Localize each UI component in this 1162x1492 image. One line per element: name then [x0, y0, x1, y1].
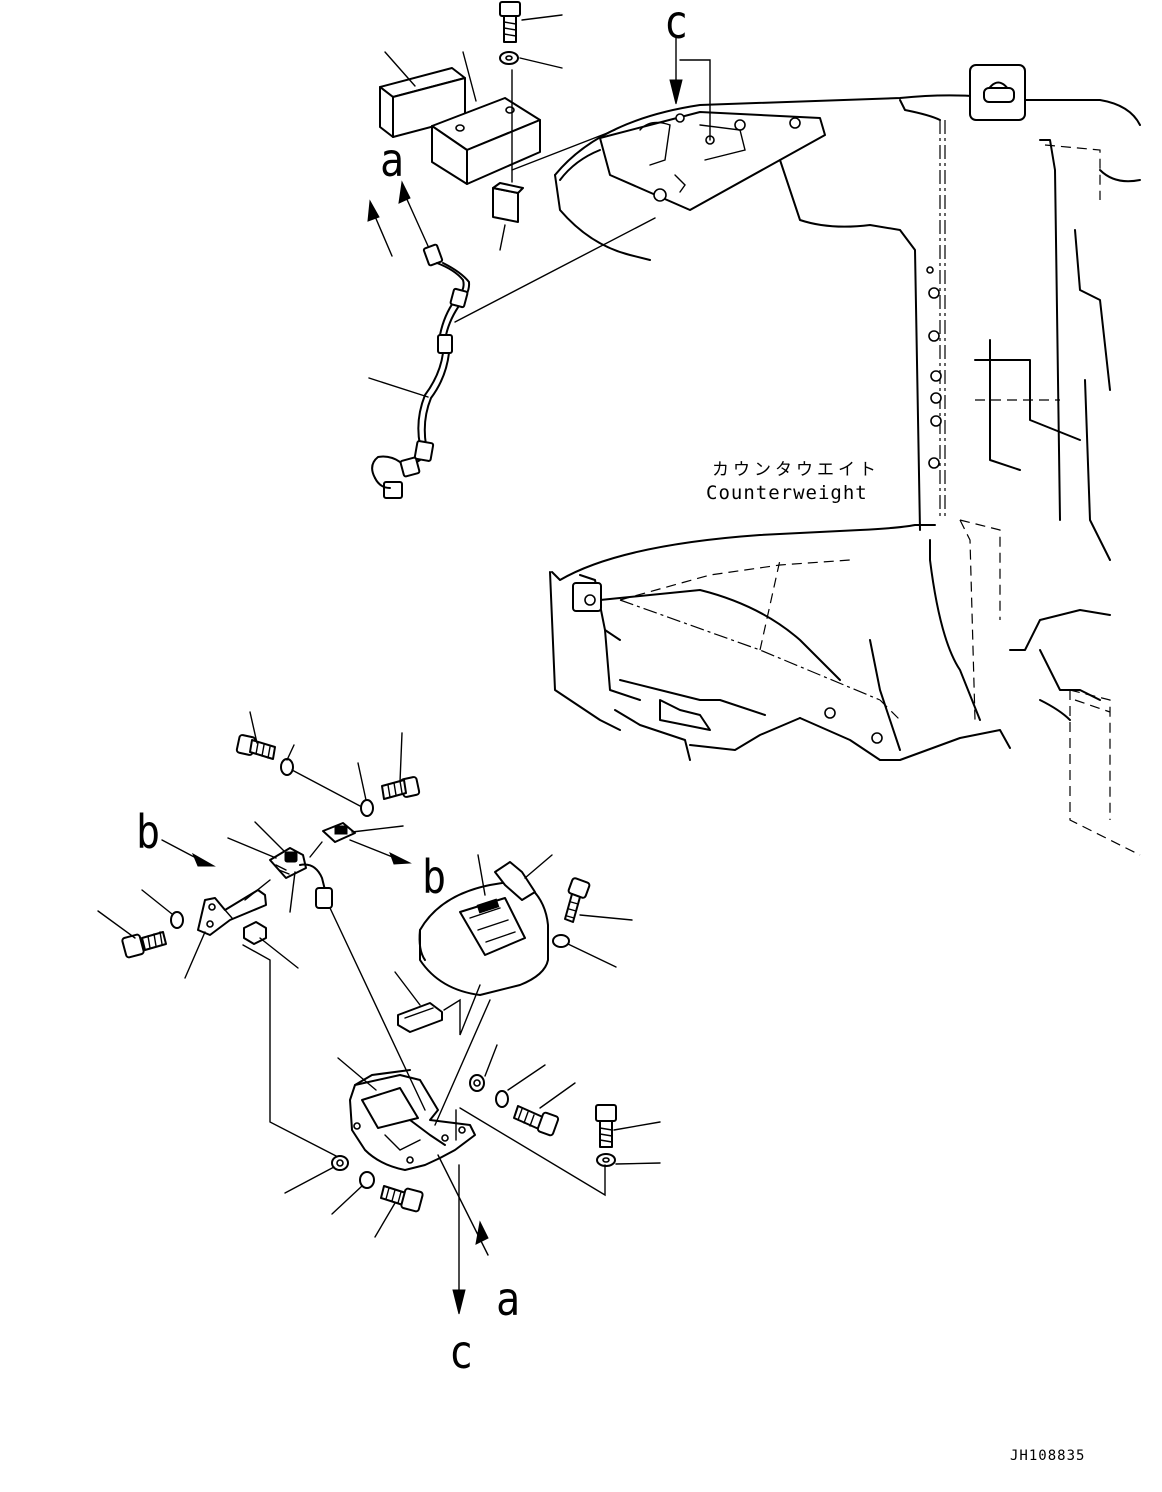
view-marker-c-top: c — [664, 0, 689, 50]
washer-lower-right — [596, 1153, 661, 1167]
washer-housing — [495, 1064, 546, 1108]
view-arrow-b-right — [349, 839, 412, 865]
camera-cover — [418, 854, 549, 996]
view-marker-a-bottom: a — [496, 1273, 521, 1327]
sensor-harness — [368, 217, 656, 499]
bolt-upper-left — [235, 711, 276, 760]
view-marker-a-top: a — [380, 134, 405, 188]
view-arrow-a-top — [398, 180, 429, 247]
bolt-lower-right — [595, 1104, 661, 1148]
camera-housing — [337, 1057, 476, 1171]
small-pad-left — [243, 921, 299, 969]
direction-arrow-left — [367, 199, 393, 257]
upper-sensor-assembly — [367, 1, 711, 499]
view-arrow-b-left — [161, 839, 216, 867]
camera-unit — [227, 821, 333, 913]
view-arrow-a-bottom — [437, 1154, 489, 1256]
bolt-top — [499, 1, 563, 43]
view-marker-c-bottom: c — [449, 1326, 474, 1380]
counterweight-frame — [549, 64, 1141, 856]
cover-seal-front — [394, 971, 443, 1033]
view-arrow-c-top — [669, 35, 683, 105]
nut-housing-left — [284, 1155, 349, 1194]
mount-bracket — [184, 879, 271, 979]
washer-left — [141, 889, 184, 929]
nut-housing — [469, 1044, 498, 1092]
bolt-upper-right — [381, 732, 421, 800]
view-marker-b-right: b — [422, 851, 447, 905]
washer-upper-left — [280, 744, 295, 776]
small-bracket-b — [322, 822, 404, 843]
drawing-number: JH108835 — [1010, 1448, 1086, 1464]
sensor-block — [431, 51, 541, 185]
small-plate — [492, 182, 524, 251]
washer-upper-right — [357, 762, 374, 817]
bolt-housing — [513, 1082, 576, 1137]
lower-assembly — [97, 711, 661, 1315]
view-marker-b-left: b — [136, 806, 161, 860]
washer-housing-left — [331, 1171, 375, 1215]
bolt-housing-left — [374, 1185, 424, 1238]
bolt-cover — [564, 877, 633, 923]
counterweight-label-jp: カウンタウエイト — [712, 460, 880, 480]
counterweight-label-en: Counterweight — [706, 482, 868, 504]
frame-bolt-holes — [926, 266, 942, 469]
view-arrow-c-bottom — [452, 1164, 466, 1315]
washer-top — [499, 51, 563, 69]
bolt-left — [97, 910, 167, 959]
cover-seal-top — [494, 854, 553, 901]
washer-cover — [552, 934, 617, 968]
